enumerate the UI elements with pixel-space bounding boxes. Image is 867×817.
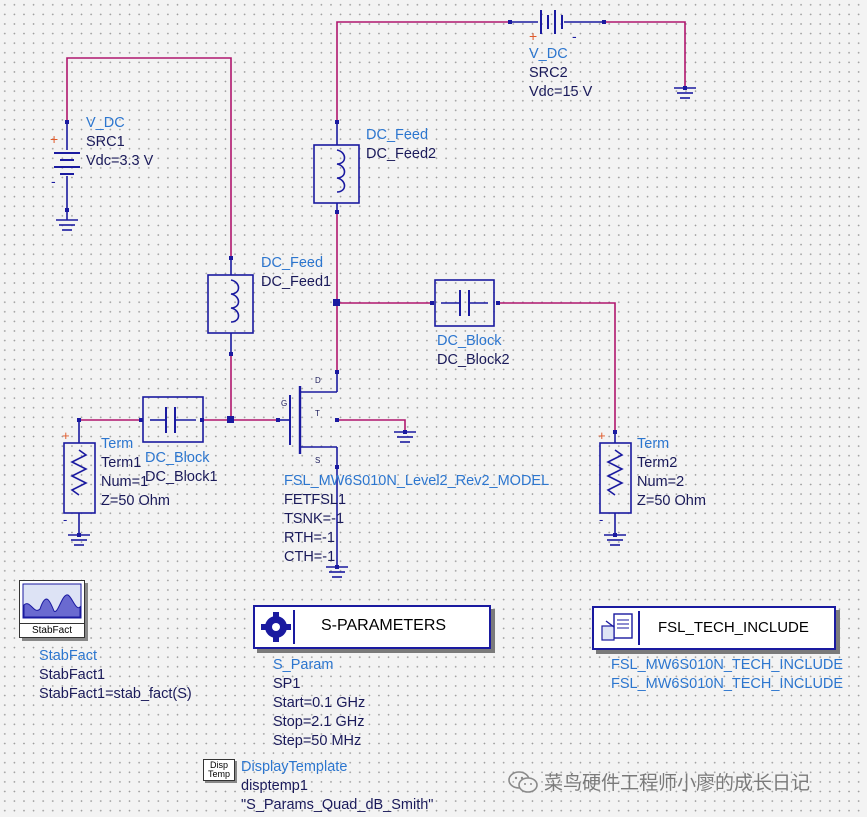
src2-minus-sign: -: [572, 28, 577, 44]
ground-symbols: [68, 431, 626, 578]
stabfact-expr: StabFact1=stab_fact(S): [39, 686, 192, 702]
term1-label-group: Term Term1 Num=1 Z=50 Ohm: [101, 435, 170, 511]
feed2-label-group: DC_Feed DC_Feed2: [366, 126, 436, 164]
term1-port[interactable]: [63, 420, 96, 535]
src2-name: SRC2: [529, 65, 568, 81]
sparam-step: Step=50 MHz: [273, 733, 362, 749]
block1-label-group: DC_Block DC_Block1: [145, 449, 218, 487]
term2-port[interactable]: [599, 432, 632, 535]
disp-type: DisplayTemplate: [241, 759, 348, 775]
term2-num: Num=2: [637, 474, 685, 490]
fet-label-group: FSL_MW6S010N_Level2_Rev2_MODEL FETFSL1 T…: [284, 472, 549, 567]
term2-name: Term2: [637, 455, 678, 471]
src1-minus-sign: -: [51, 173, 56, 189]
term1-type: Term: [101, 436, 134, 452]
src2-type: V_DC: [529, 46, 568, 62]
term1-z: Z=50 Ohm: [101, 493, 170, 509]
sparam-label-group: S_Param SP1 Start=0.1 GHz Stop=2.1 GHz S…: [273, 656, 365, 751]
pin-nodes: [65, 20, 687, 569]
sparam-controller[interactable]: S-PARAMETERS: [253, 605, 491, 649]
wire-fet-t-to-ground: [337, 419, 406, 432]
fet-model: FSL_MW6S010N_Level2_Rev2_MODEL: [284, 473, 550, 489]
term1-plus-sign: +: [62, 428, 70, 443]
block1-type: DC_Block: [145, 450, 210, 466]
sparam-box-title: S-PARAMETERS: [321, 617, 447, 634]
term2-z: Z=50 Ohm: [637, 493, 706, 509]
fet-cth: CTH=-1: [284, 549, 336, 565]
fet-pin-d: D: [315, 376, 321, 385]
term2-type: Term: [637, 436, 670, 452]
tech-type: FSL_MW6S010N_TECH_INCLUDE: [611, 657, 844, 673]
feed1-label-group: DC_Feed DC_Feed1: [261, 254, 331, 292]
term1-num: Num=1: [101, 474, 149, 490]
sparam-stop: Stop=2.1 GHz: [273, 714, 365, 730]
disp-name: disptemp1: [241, 778, 308, 794]
src2-vdc: Vdc=15 V: [529, 84, 593, 100]
term1-minus-sign: -: [63, 512, 67, 527]
tech-label-group: FSL_MW6S010N_TECH_INCLUDE FSL_MW6S010N_T…: [611, 656, 843, 694]
block2-type: DC_Block: [437, 333, 502, 349]
term1-name: Term1: [101, 455, 142, 471]
watermark: 菜鸟硬件工程师小廖的成长日记: [508, 768, 810, 795]
disp-template-value: "S_Params_Quad_dB_Smith": [241, 797, 434, 813]
src2-label-group: V_DC SRC2 Vdc=15 V: [529, 45, 592, 102]
block2-label-group: DC_Block DC_Block2: [437, 332, 510, 370]
src1-plus-sign: +: [50, 131, 58, 147]
fet-pin-t: T: [315, 409, 320, 418]
wire-block2-to-term2: [498, 302, 616, 432]
sparam-start: Start=0.1 GHz: [273, 695, 366, 711]
disp-icon-line2: Temp: [207, 769, 230, 779]
feed2-type: DC_Feed: [366, 127, 429, 143]
stabfact-icon-label: StabFact: [20, 623, 84, 636]
sparam-gear-icon: [259, 610, 295, 644]
stabfact-graph-icon: [22, 583, 82, 619]
src2-plus-sign: +: [529, 28, 537, 44]
src1-vdc: Vdc=3.3 V: [86, 153, 154, 169]
sparam-name: SP1: [273, 676, 301, 692]
sparam-type: S_Param: [273, 657, 334, 673]
block2-name: DC_Block2: [437, 352, 510, 368]
term2-minus-sign: -: [599, 512, 603, 527]
src1-battery[interactable]: [54, 122, 80, 231]
fet-tsnk: TSNK=-1: [284, 511, 345, 527]
fet-name: FETFSL1: [284, 492, 347, 508]
stabfact-type: StabFact: [39, 648, 98, 664]
src1-name: SRC1: [86, 134, 125, 150]
feed2-name: DC_Feed2: [366, 146, 437, 162]
dc-block2-capacitor[interactable]: [434, 279, 495, 327]
dc-feed1-inductor[interactable]: [207, 258, 254, 355]
include-file-icon: [598, 611, 640, 645]
fet-rth: RTH=-1: [284, 530, 335, 546]
feed1-type: DC_Feed: [261, 255, 324, 271]
fet-pin-s: S: [315, 456, 320, 465]
src1-type: V_DC: [86, 115, 125, 131]
feed1-name: DC_Feed1: [261, 274, 332, 290]
wire-src2-to-ground: [605, 21, 686, 88]
wire-src2-to-feed2: [336, 21, 510, 122]
disp-icon-line1: Disp: [209, 760, 228, 770]
wechat-icon: [508, 771, 538, 793]
src1-label-group: V_DC SRC1 Vdc=3.3 V: [86, 114, 153, 171]
watermark-text: 菜鸟硬件工程师小廖的成长日记: [544, 772, 811, 794]
block1-name: DC_Block1: [145, 469, 218, 485]
disp-label-group: DisplayTemplate disptemp1 "S_Params_Quad…: [241, 758, 433, 815]
wire-src1-to-feed1: [66, 57, 232, 258]
stabfact-label-group: StabFact StabFact1 StabFact1=stab_fact(S…: [39, 647, 192, 704]
term2-plus-sign: +: [598, 428, 606, 443]
stabfact-component[interactable]: StabFact: [19, 580, 85, 638]
dc-feed2-inductor[interactable]: [313, 122, 360, 212]
tech-name: FSL_MW6S010N_TECH_INCLUDE: [611, 676, 844, 692]
term2-label-group: Term Term2 Num=2 Z=50 Ohm: [637, 435, 706, 511]
wires: [66, 21, 686, 432]
tech-include-component[interactable]: FSL_TECH_INCLUDE: [592, 606, 836, 650]
disp-template-icon[interactable]: Disp Temp: [203, 759, 235, 781]
fet-pin-g: G: [281, 399, 287, 408]
stabfact-name: StabFact1: [39, 667, 106, 683]
tech-box-title: FSL_TECH_INCLUDE: [658, 619, 809, 636]
